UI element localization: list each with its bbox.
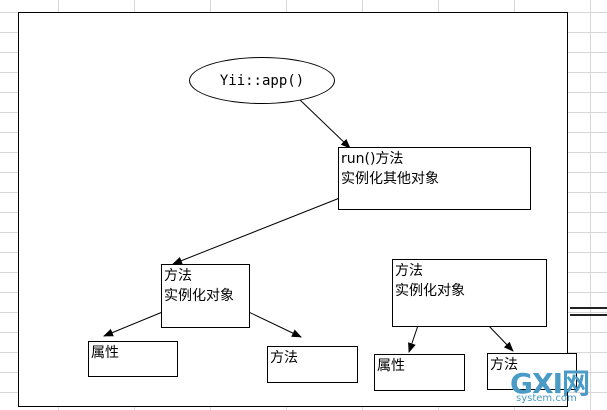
run-box-line-1: run()方法 — [341, 151, 404, 167]
watermark-site-text: system.com — [516, 393, 577, 404]
run-method-box: run()方法 实例化其他对象 — [338, 147, 531, 210]
right-leaf-method-box: 方法 — [487, 353, 577, 390]
left-box-line-1: 方法 — [164, 268, 192, 284]
left-leaf-method-label: 方法 — [270, 350, 298, 366]
run-box-line-2: 实例化其他对象 — [341, 171, 439, 187]
right-leaf-method-label: 方法 — [490, 357, 518, 373]
root-node-label: Yii::app() — [219, 72, 305, 89]
watermark-logo-text: GXI网 — [510, 367, 590, 400]
left-attribute-box: 属性 — [88, 341, 178, 377]
site-watermark-logo: GXI网 system.com — [500, 362, 605, 408]
left-method-box: 方法 实例化对象 — [161, 264, 250, 328]
sheet-edge-marks — [570, 307, 607, 327]
right-box-line-1: 方法 — [395, 263, 423, 279]
right-method-box: 方法 实例化对象 — [392, 259, 547, 327]
left-attribute-label: 属性 — [91, 345, 119, 361]
arrow-run-to-left — [172, 185, 371, 265]
right-box-line-2: 实例化对象 — [395, 283, 465, 299]
right-attribute-box: 属性 — [374, 354, 465, 391]
arrow-root-to-run — [297, 97, 351, 149]
root-node-yii-app: Yii::app() — [189, 57, 335, 104]
left-box-line-2: 实例化对象 — [164, 288, 234, 304]
left-leaf-method-box: 方法 — [267, 346, 358, 383]
right-attribute-label: 属性 — [377, 358, 405, 374]
